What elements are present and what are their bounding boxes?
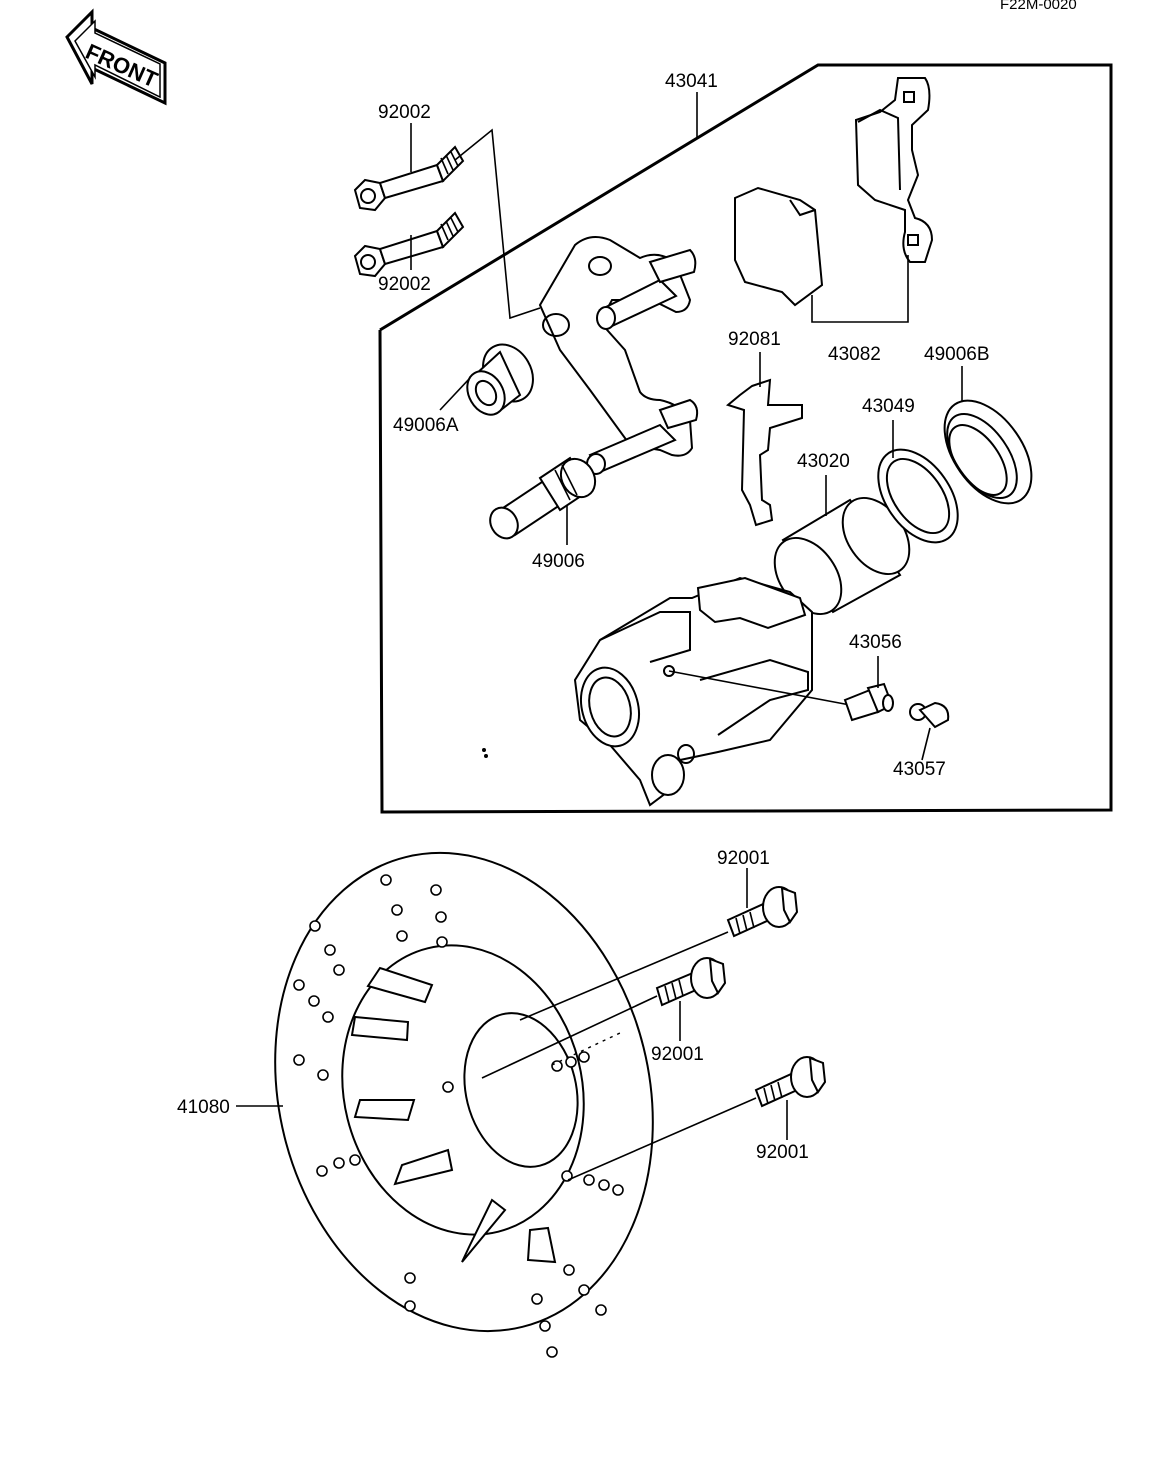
label-pad-set: 43082 bbox=[828, 344, 881, 365]
label-bleed-valve: 43056 bbox=[849, 632, 902, 653]
front-arrow-icon: FRONT bbox=[65, 8, 167, 106]
bleed-cap bbox=[909, 701, 950, 729]
label-mounting-bolt-top: 92002 bbox=[378, 102, 431, 123]
label-bleed-cap: 43057 bbox=[893, 759, 946, 780]
label-disc-bolt-3: 92001 bbox=[756, 1142, 809, 1163]
caliper-bracket bbox=[538, 235, 699, 475]
brake-disc bbox=[274, 851, 654, 1358]
mounting-bolt-top bbox=[353, 145, 465, 212]
caliper-assembly-box bbox=[378, 63, 1113, 814]
pad-spring bbox=[725, 378, 803, 527]
piston-seal bbox=[877, 448, 959, 544]
label-piston-seal: 43049 bbox=[862, 396, 915, 417]
brake-pad-right bbox=[854, 77, 934, 263]
dust-seal bbox=[943, 399, 1033, 505]
label-boot-a: 49006A bbox=[393, 415, 459, 436]
label-boot: 49006 bbox=[532, 551, 585, 572]
boot-49006a bbox=[466, 343, 534, 416]
caliper-body bbox=[482, 576, 813, 807]
label-disc-bolt-2: 92001 bbox=[651, 1044, 704, 1065]
bleed-valve bbox=[843, 682, 894, 722]
label-dust-seal-b: 49006B bbox=[924, 344, 990, 365]
mounting-bolt-bottom bbox=[353, 211, 465, 278]
label-caliper-assembly: 43041 bbox=[665, 71, 718, 92]
label-piston: 43020 bbox=[797, 451, 850, 472]
diagram-code: F22M-0020 bbox=[1000, 0, 1077, 13]
label-mounting-bolt-bottom: 92002 bbox=[378, 274, 431, 295]
label-pad-spring: 92081 bbox=[728, 329, 781, 350]
label-disc: 41080 bbox=[177, 1097, 230, 1118]
label-disc-bolt-1: 92001 bbox=[717, 848, 770, 869]
boot-49006 bbox=[489, 456, 597, 540]
disc-bolt-2 bbox=[655, 957, 727, 1007]
disc-bolt-1 bbox=[726, 886, 799, 938]
disc-bolt-3 bbox=[754, 1056, 827, 1108]
brake-pad-left bbox=[734, 186, 824, 307]
